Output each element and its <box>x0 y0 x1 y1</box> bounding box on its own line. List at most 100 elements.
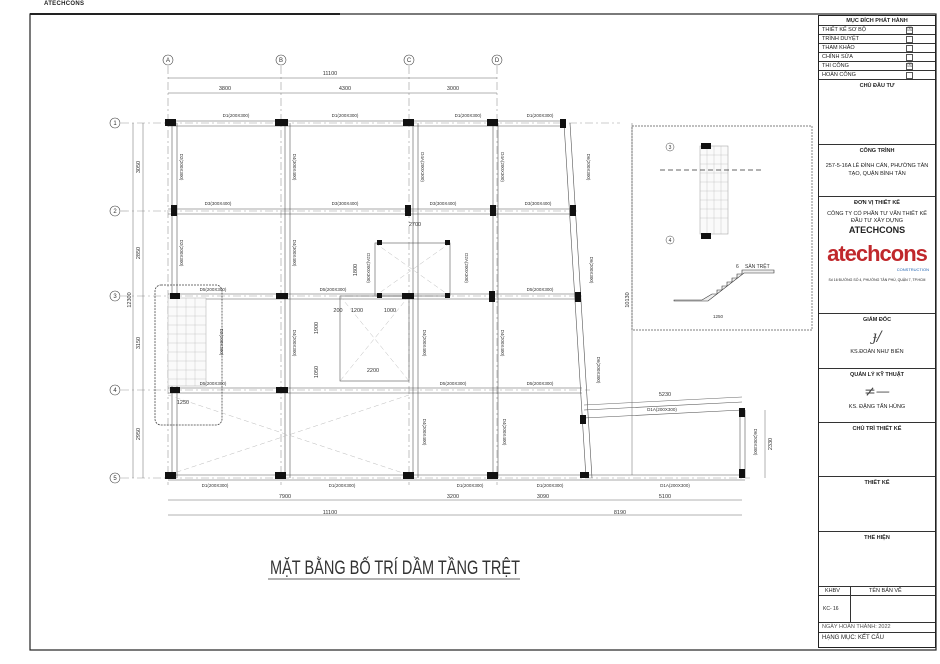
purpose-item[interactable]: HOÀN CÔNG <box>819 71 935 80</box>
drafter-title: THỂ HIỆN <box>864 535 890 541</box>
company-address: Số 16 ĐƯỜNG SỐ 4, PHƯỜNG TÂN PHÚ, QUẬN 7… <box>828 278 926 282</box>
dim-opening: 2700 <box>409 222 421 228</box>
purpose-item[interactable]: CHỈNH SỬA <box>819 53 935 62</box>
completion-date: NGÀY HOÀN THÀNH: 2022 <box>819 623 935 633</box>
checkbox[interactable]: ☒ <box>906 27 913 34</box>
beam-label: D3(300X400) <box>332 201 359 206</box>
designer-role-title: THIẾT KẾ <box>864 480 890 486</box>
dimension-texts: 11100 3800 4300 3000 12300 3050 2850 315… <box>127 71 774 516</box>
beam-label: D4(300X400) <box>292 240 297 267</box>
dim-left-total: 12300 <box>127 292 133 307</box>
purpose-item[interactable]: TRÌNH DUYỆT <box>819 35 935 44</box>
grid-col-c: C <box>407 58 412 64</box>
director-signature: ɟ/ <box>872 329 882 345</box>
tech-title: QUẢN LÝ KỸ THUẬT <box>849 372 905 378</box>
beam-label: D2(200X300) <box>179 240 184 267</box>
beam-label: D3(300X400) <box>205 201 232 206</box>
dim-top-total: 11100 <box>323 71 337 77</box>
columns <box>165 119 745 479</box>
dim-right-h: 2330 <box>768 438 774 450</box>
checkbox[interactable] <box>906 72 913 79</box>
detail-width: 1250 <box>713 314 724 319</box>
dim-bottom: 7900 <box>279 494 291 500</box>
checkbox[interactable] <box>906 54 913 61</box>
grid-row-1: 1 <box>113 121 117 127</box>
beam-label: D4(200X400) <box>422 330 427 357</box>
title-block: MỤC ĐÍCH PHÁT HÀNH THIẾT KẾ SƠ BỘ ☒ TRÌNH… <box>818 15 936 648</box>
company-desc: CÔNG TY CỔ PHẦN TƯ VẤN THIẾT KẾ ĐẦU TƯ X… <box>827 211 927 224</box>
dim-right-ext: 5230 <box>659 392 671 398</box>
grid-row-2: 2 <box>113 209 117 215</box>
dim-opening: 1050 <box>314 366 320 378</box>
beam-label: D2A(200X300) <box>464 253 469 283</box>
purpose-item[interactable]: THI CÔNG☒ <box>819 62 935 71</box>
beam-label: D4(200X400) <box>500 330 505 357</box>
beam-label: D4(300X400) <box>292 154 297 181</box>
purpose-item[interactable]: THAM KHẢO <box>819 44 935 53</box>
dim-left: 3050 <box>136 161 142 173</box>
beam-label: D1(200X300) <box>457 483 484 488</box>
designer-title: ĐƠN VỊ THIẾT KẾ <box>854 200 900 206</box>
checkbox[interactable] <box>906 36 913 43</box>
detail-floor-label: SÀN TRỆT <box>745 262 770 270</box>
project-title: CÔNG TRÌNH <box>859 148 895 154</box>
owner-title: CHỦ ĐẦU TƯ <box>859 83 895 89</box>
beam-label: D5(200X300) <box>527 381 554 386</box>
beam-label: D4A(200X300) <box>420 152 425 182</box>
sheet-number: KC- 16 <box>823 606 839 612</box>
purpose-label: CHỈNH SỬA <box>822 54 853 60</box>
beam-label: D6(200X300) <box>586 154 591 181</box>
beam-label: D1(200X300) <box>527 113 554 118</box>
tech-signature: ≠— <box>864 384 890 400</box>
grid-lines <box>121 66 750 485</box>
beam-label: D3(300X400) <box>525 201 552 206</box>
dim-bottom: 5100 <box>659 494 671 500</box>
beam-label: D4(200X300) <box>292 330 297 357</box>
beam-label: D3(300X400) <box>430 201 457 206</box>
dim-top: 3800 <box>219 86 231 92</box>
beam-label: D5(200X300) <box>527 287 554 292</box>
grid-col-b: B <box>279 58 283 64</box>
beam-label: D5(200X300) <box>200 381 227 386</box>
purpose-label: THIẾT KẾ SƠ BỘ <box>822 27 867 33</box>
purpose-label: HOÀN CÔNG <box>822 72 856 78</box>
purpose-label: TRÌNH DUYỆT <box>822 36 859 42</box>
checkbox[interactable]: ☒ <box>906 63 913 70</box>
beam-label: D6(200X300) <box>753 429 758 456</box>
beam-labels: D1(200X300) D1(200X300) D1(200X300) D1(2… <box>179 113 758 488</box>
dim-left: 2850 <box>136 247 142 259</box>
beam-label: D1A(200X300) <box>647 407 677 412</box>
lead-designer-title: CHỦ TRÌ THIẾT KẾ <box>852 426 902 432</box>
purpose-item[interactable]: THIẾT KẾ SƠ BỘ ☒ <box>819 26 935 35</box>
grid-col-d: D <box>495 58 500 64</box>
drawing-title: MẶT BẰNG BỐ TRÍ DẦM TẦNG TRỆT <box>270 557 520 579</box>
dim-left: 2950 <box>136 428 142 440</box>
grid-bubbles: A B C D 1 2 3 4 5 <box>109 54 503 484</box>
beam-label: D1A(200X300) <box>660 483 690 488</box>
dim-top: 3000 <box>447 86 459 92</box>
beam-label: D1(200X300) <box>332 113 359 118</box>
company-logo: atechcons <box>827 241 928 266</box>
grid-row-3: 3 <box>113 294 117 300</box>
sheet-name-label: TÊN BẢN VẼ <box>869 588 902 594</box>
checkbox[interactable] <box>906 45 913 52</box>
beam-label: D1(200X300) <box>329 483 356 488</box>
dim-right-v: 10130 <box>625 292 631 307</box>
dim-opening: 1800 <box>353 264 359 276</box>
logo-subtitle: CONSTRUCTION <box>896 267 929 272</box>
dim-left: 3150 <box>136 337 142 349</box>
dim-bottom-total: 11100 <box>323 510 337 516</box>
dim-bottom-total: 8190 <box>614 510 626 516</box>
beam-label: D5(200X300) <box>320 287 347 292</box>
brand-label: ATECHCONS <box>44 1 85 7</box>
purpose-title: MỤC ĐÍCH PHÁT HÀNH <box>846 18 908 24</box>
beam-label: D2(200X300) <box>179 154 184 181</box>
beam-label: D1(200X300) <box>537 483 564 488</box>
beam-label: D1(200X300) <box>202 483 229 488</box>
slab-openings <box>167 242 451 476</box>
beam-label: D2A(200X300) <box>366 253 371 283</box>
beam-label: D1(200X300) <box>223 113 250 118</box>
dim-top: 4300 <box>339 86 351 92</box>
beam-label: D6(200X300) <box>589 257 594 284</box>
